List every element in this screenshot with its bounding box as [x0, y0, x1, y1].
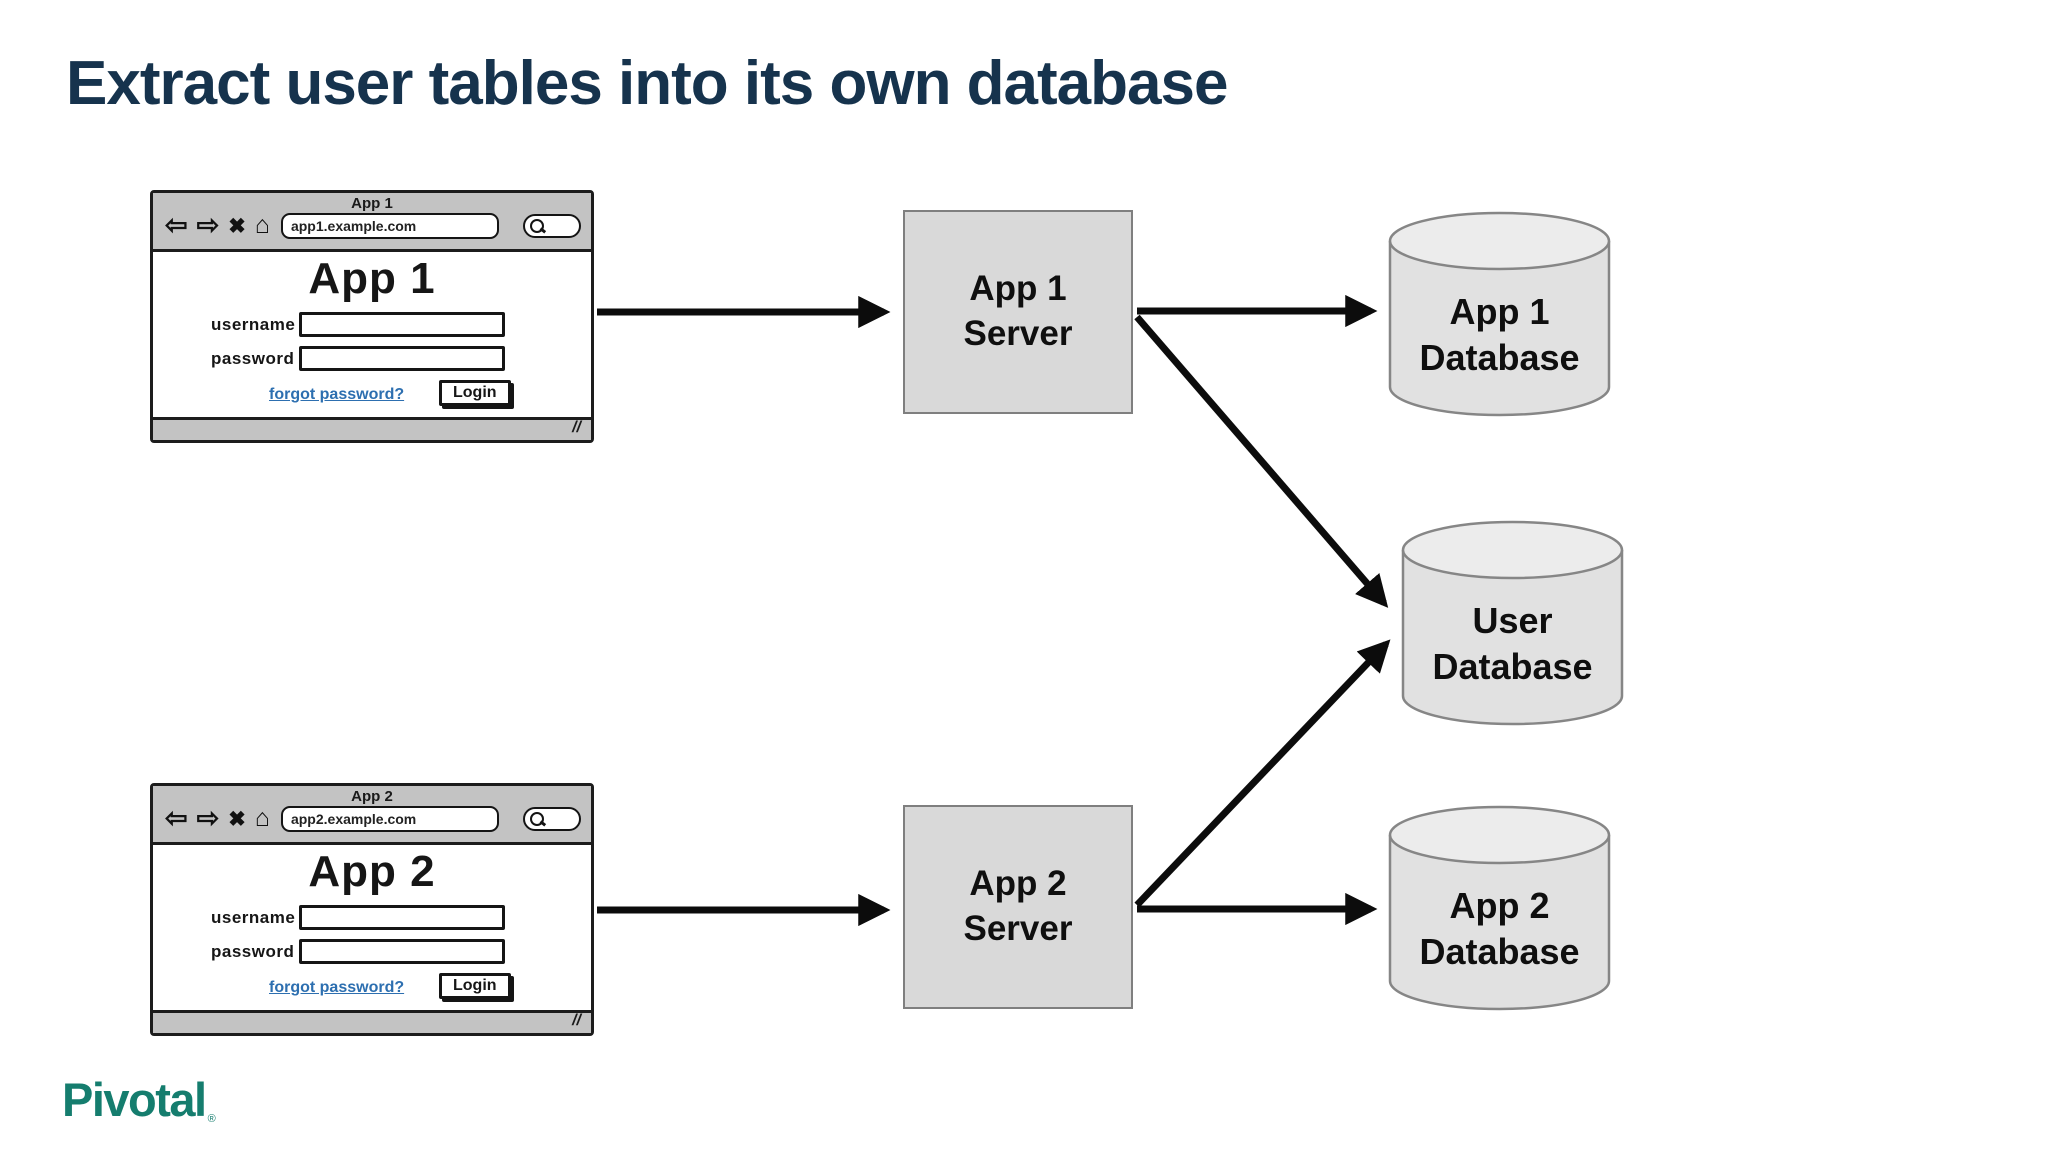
login-button[interactable]: Login	[439, 380, 511, 406]
search-field[interactable]	[523, 806, 581, 831]
db-label-line2: Database	[1419, 337, 1580, 379]
database-cylinder-icon	[1388, 211, 1611, 417]
node-label: App 1 Database	[1388, 289, 1611, 381]
server-label-line1: App 1	[969, 269, 1067, 309]
password-row: password	[211, 939, 505, 964]
back-icon[interactable]: ⇦	[165, 210, 188, 240]
node-app1-server: App 1 Server	[903, 210, 1133, 414]
db-label-line2: Database	[1432, 646, 1593, 688]
resize-handle-icon[interactable]: //	[572, 419, 581, 436]
browser-window-app2: App 2 ⇦ ⇨ ✖ ⌂ app2.example.com App 2 use…	[150, 783, 594, 1036]
status-bar: //	[153, 1010, 591, 1033]
window-title: App 2	[351, 788, 393, 805]
node-app2-server: App 2 Server	[903, 805, 1133, 1009]
app-heading: App 2	[308, 847, 436, 896]
toolbar-row: ⇦ ⇨ ✖ ⌂ app1.example.com	[165, 212, 581, 239]
search-icon	[530, 811, 544, 826]
window-title: App 1	[351, 195, 393, 212]
node-label: App 2 Database	[1388, 883, 1611, 975]
url-field[interactable]: app2.example.com	[280, 805, 499, 832]
status-bar: //	[153, 417, 591, 440]
browser-toolbar: App 1 ⇦ ⇨ ✖ ⌂ app1.example.com	[153, 193, 591, 252]
resize-handle-icon[interactable]: //	[572, 1012, 581, 1029]
page-title: Extract user tables into its own databas…	[66, 49, 1228, 118]
node-label: App 1 Server	[964, 267, 1073, 357]
close-icon[interactable]: ✖	[228, 215, 246, 238]
forgot-password-link[interactable]: forgot password?	[269, 979, 405, 996]
password-input[interactable]	[299, 346, 505, 371]
home-icon[interactable]: ⌂	[254, 804, 270, 832]
edge-app1server-to-userdb	[1134, 314, 1389, 608]
node-app1-database: App 1 Database	[1388, 211, 1611, 419]
browser-toolbar: App 2 ⇦ ⇨ ✖ ⌂ app2.example.com	[153, 786, 591, 845]
browser-content: App 1 username password forgot password?…	[153, 252, 591, 417]
server-label-line2: Server	[963, 314, 1073, 353]
browser-window-app1: App 1 ⇦ ⇨ ✖ ⌂ app1.example.com App 1 use…	[150, 190, 594, 443]
username-row: username	[211, 905, 505, 930]
username-row: username	[211, 312, 505, 337]
username-label: username	[211, 907, 296, 927]
password-label: password	[211, 348, 295, 368]
forward-icon[interactable]: ⇨	[196, 803, 220, 833]
registered-mark-icon: ®	[207, 1113, 216, 1125]
database-cylinder-icon	[1388, 805, 1611, 1011]
username-input[interactable]	[299, 312, 505, 337]
pivotal-logo: Pivotal®	[62, 1072, 216, 1127]
back-icon[interactable]: ⇦	[165, 803, 188, 833]
pivotal-logo-text: Pivotal	[62, 1073, 207, 1126]
db-label-line2: Database	[1419, 931, 1580, 973]
home-icon[interactable]: ⌂	[254, 211, 270, 239]
password-input[interactable]	[299, 939, 505, 964]
url-field[interactable]: app1.example.com	[280, 212, 499, 239]
toolbar-row: ⇦ ⇨ ✖ ⌂ app2.example.com	[165, 805, 581, 832]
password-row: password	[211, 346, 505, 371]
app-heading: App 1	[308, 254, 436, 303]
browser-content: App 2 username password forgot password?…	[153, 845, 591, 1010]
db-label-line1: App 1	[1449, 291, 1550, 332]
node-user-database: User Database	[1401, 520, 1624, 728]
search-icon	[530, 218, 544, 233]
database-cylinder-icon	[1401, 520, 1624, 726]
edge-app2server-to-userdb	[1134, 639, 1391, 908]
node-app2-database: App 2 Database	[1388, 805, 1611, 1013]
close-icon[interactable]: ✖	[228, 808, 246, 831]
login-button[interactable]: Login	[439, 973, 511, 999]
search-field[interactable]	[523, 213, 581, 238]
server-label-line1: App 2	[969, 864, 1067, 904]
forgot-password-link[interactable]: forgot password?	[269, 386, 405, 403]
node-label: App 2 Server	[964, 862, 1073, 952]
server-label-line2: Server	[963, 909, 1073, 948]
node-label: User Database	[1401, 598, 1624, 690]
username-input[interactable]	[299, 905, 505, 930]
password-label: password	[211, 941, 295, 961]
db-label-line1: App 2	[1449, 885, 1550, 926]
db-label-line1: User	[1472, 600, 1553, 641]
forward-icon[interactable]: ⇨	[196, 210, 220, 240]
username-label: username	[211, 314, 296, 334]
